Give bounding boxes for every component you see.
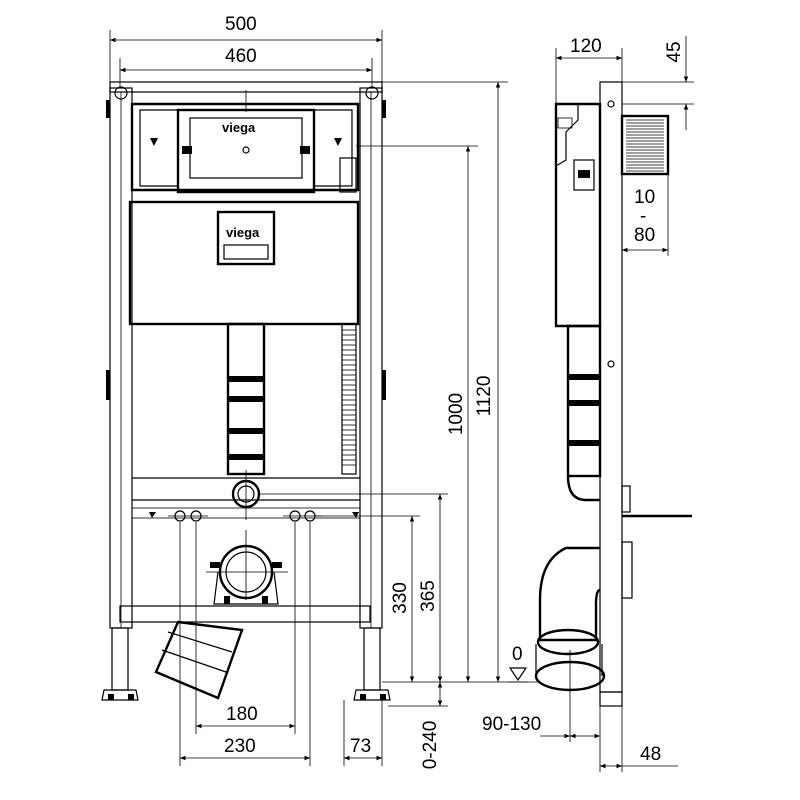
dim-foot-adjust: 0-240	[420, 721, 441, 770]
dim-outlet-projection: 90-130	[482, 714, 541, 735]
waste-outlet	[206, 530, 288, 605]
side-view	[534, 81, 692, 707]
dim-frame-width: 460	[225, 46, 257, 67]
brand-logo-top: viega	[222, 120, 256, 135]
dim-wall-range-dash: -	[640, 206, 646, 227]
mounting-bolts	[149, 510, 359, 522]
dim-wall-range-bottom: 80	[634, 225, 655, 246]
flush-opening	[130, 102, 360, 192]
dim-height-total: 1120	[474, 376, 495, 417]
dim-height-330: 330	[390, 582, 411, 614]
dim-foot-depth: 48	[640, 744, 661, 765]
side-frame-rail	[599, 81, 623, 693]
cistern-label-panel	[216, 210, 276, 266]
frame-feet	[101, 627, 391, 701]
dim-depth: 120	[570, 36, 602, 57]
front-dimensions: 500 460 1120 1000 365 330 180 230	[109, 14, 528, 770]
dim-bolt-spacing: 180	[226, 704, 258, 725]
adjustment-rail	[341, 323, 357, 475]
dim-floor-zero: 0	[512, 644, 523, 665]
dim-height-cistern: 1000	[446, 393, 467, 435]
dim-outlet-spacing: 230	[224, 736, 256, 757]
dim-overall-width: 500	[225, 14, 257, 35]
waste-elbow	[154, 620, 244, 700]
side-cistern	[554, 102, 602, 328]
dim-wall-range-top: 10	[634, 187, 655, 208]
dim-height-365: 365	[418, 580, 439, 612]
brand-logo-panel: viega	[226, 225, 260, 240]
side-dimensions: 120 45 10 - 80 0 90-130 48	[482, 36, 694, 772]
dim-foot-width: 73	[350, 736, 371, 757]
side-waste-elbow	[538, 546, 601, 642]
dim-top-offset: 45	[664, 41, 685, 62]
side-actuator	[620, 114, 670, 176]
front-view: viega viega	[101, 81, 391, 701]
mounting-hole-right	[365, 86, 379, 100]
